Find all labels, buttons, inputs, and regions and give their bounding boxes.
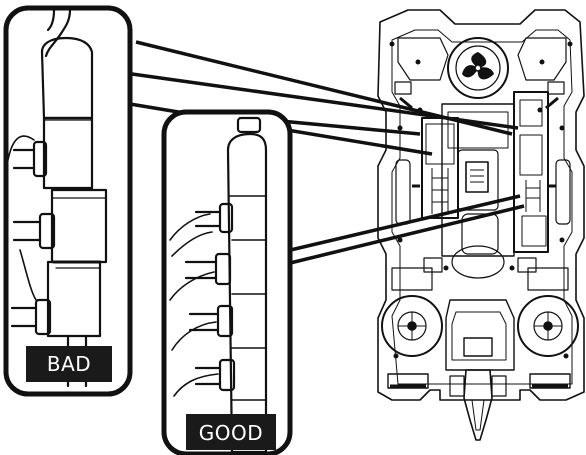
bad-inset: BAD bbox=[3, 5, 133, 397]
bay-right bbox=[513, 91, 549, 253]
gripper-arm bbox=[463, 369, 493, 441]
bay-top-left bbox=[397, 37, 449, 81]
bad-label-bg bbox=[26, 346, 112, 382]
bay-left bbox=[421, 117, 459, 219]
good-label: GOOD bbox=[199, 421, 263, 445]
thruster-top bbox=[447, 37, 509, 99]
rov-frame-drawing bbox=[377, 9, 585, 441]
bay-top-right bbox=[517, 37, 567, 81]
leader-good-c bbox=[285, 204, 525, 266]
frame-outline bbox=[377, 9, 585, 401]
leader-good-b bbox=[281, 194, 521, 254]
good-inset: GOOD bbox=[161, 109, 293, 455]
good-label-bg bbox=[186, 414, 276, 450]
thruster-right bbox=[517, 295, 579, 357]
leader-bad-top-b bbox=[131, 72, 519, 130]
thruster-left bbox=[381, 295, 443, 357]
frame-inner bbox=[391, 29, 573, 385]
bad-label: BAD bbox=[47, 352, 91, 376]
